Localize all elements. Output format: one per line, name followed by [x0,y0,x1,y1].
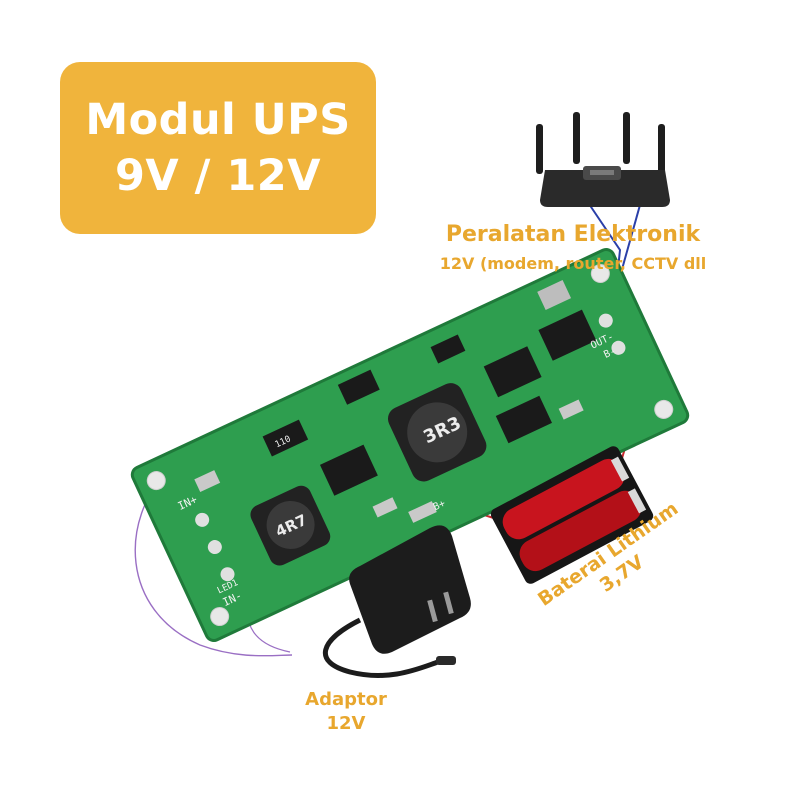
adaptor-label: Adaptor 12V [276,688,416,736]
router-image [536,112,670,207]
adaptor-label-line-2: 12V [326,713,366,734]
title-line-1: Modul UPS [85,95,351,145]
device-subtitle-label: 12V (modem, router, CCTV dll [439,254,707,273]
purple-wire [134,469,293,657]
adaptor-label-line-1: Adaptor [305,689,387,710]
device-title-label: Peralatan Elektronik [445,222,701,247]
pcb-board: IN+ IN- LED1 OUT- B- B+ 3R3 4R7 110 [130,248,690,642]
battery-image [490,446,654,584]
title-badge: Modul UPS 9V / 12V [60,62,376,234]
b-minus-mark: B- [602,346,618,361]
b-plus-mark: B+ [432,498,448,513]
adaptor-image [322,525,471,678]
title-line-2: 9V / 12V [115,151,321,201]
